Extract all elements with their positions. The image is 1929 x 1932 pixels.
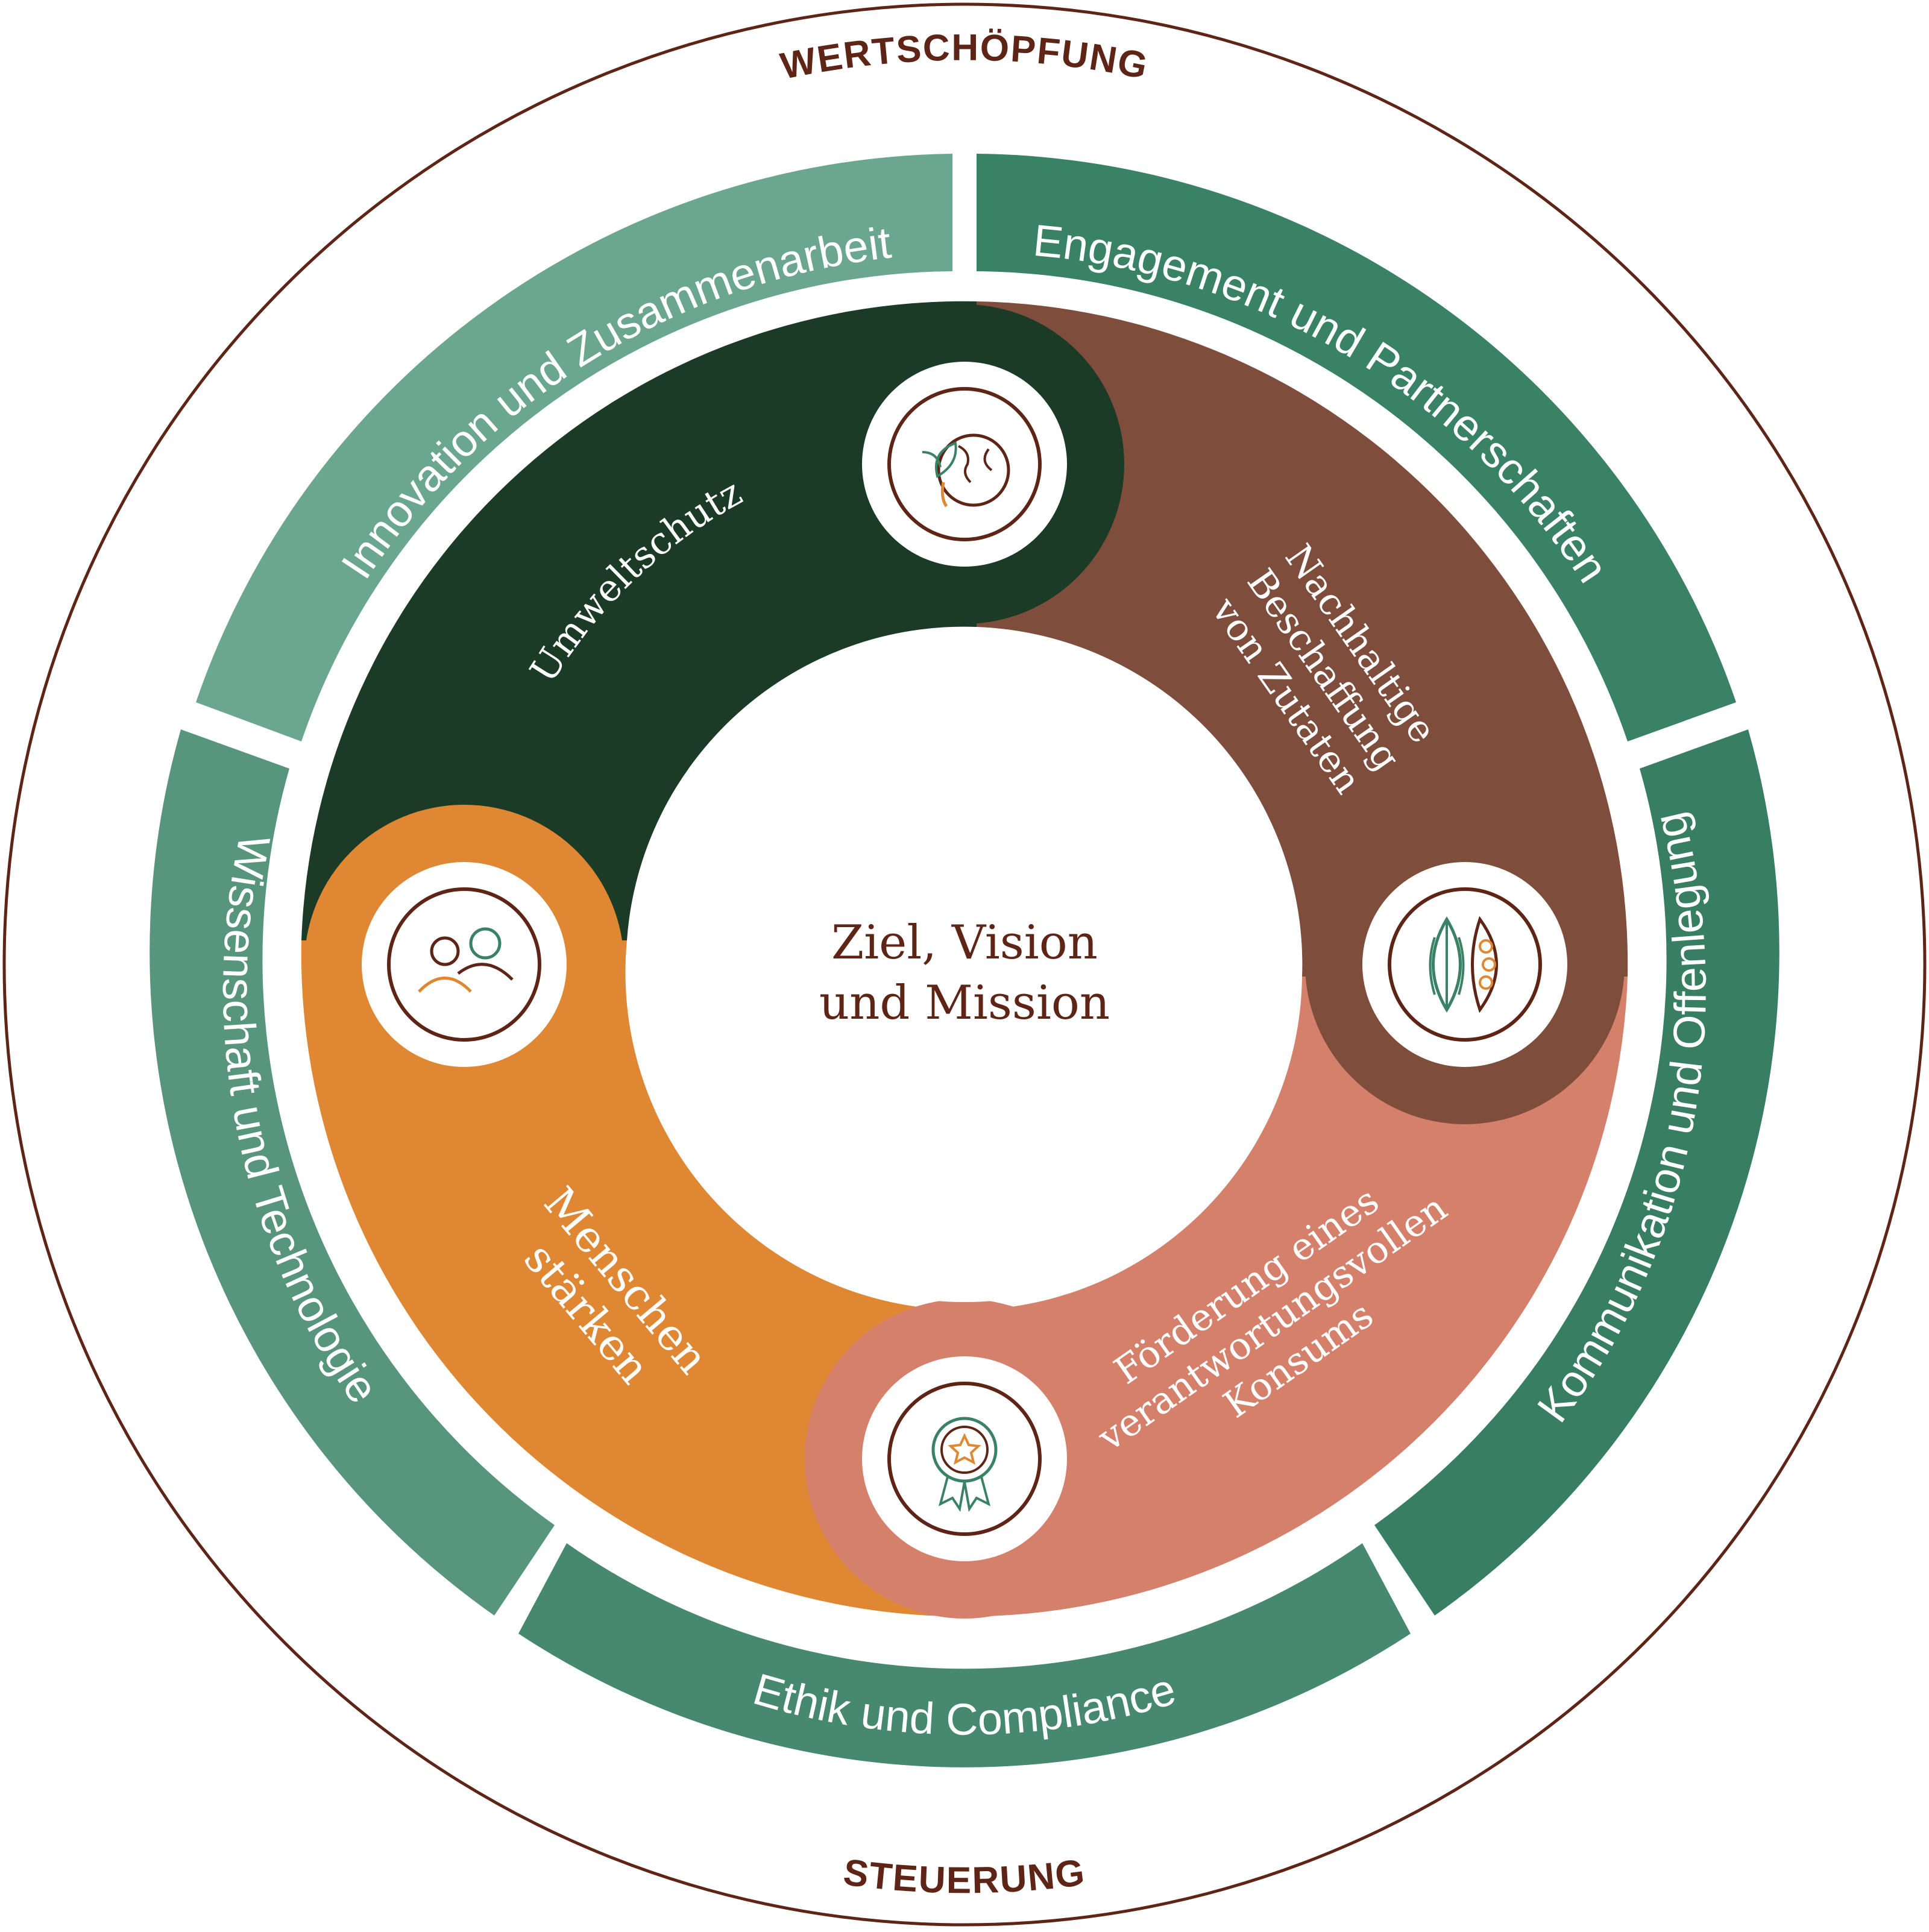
award-badge-icon [931, 1417, 998, 1512]
globe-plant-icon [922, 433, 1010, 508]
center-line-2: und Mission [819, 976, 1110, 1030]
segment-wissenschaft [149, 729, 555, 1616]
segment-ring [149, 154, 1780, 1767]
segment-ethik [518, 1543, 1411, 1767]
people-icon [418, 927, 514, 993]
icon-badge-konsum [862, 1356, 1067, 1561]
icon-badge-menschen [362, 862, 567, 1067]
segment-kommunikation [1374, 729, 1780, 1616]
cocoa-pod-icon [1429, 916, 1498, 1013]
segment-innovation [196, 154, 952, 741]
segment-engagement [977, 154, 1736, 741]
icon-badge-beschaffung [1362, 862, 1567, 1067]
center-line-1: Ziel, Vision [831, 916, 1098, 970]
icon-badge-umweltschutz [862, 362, 1067, 567]
pillar-ring [301, 301, 1628, 1619]
center-circle [627, 627, 1302, 1302]
